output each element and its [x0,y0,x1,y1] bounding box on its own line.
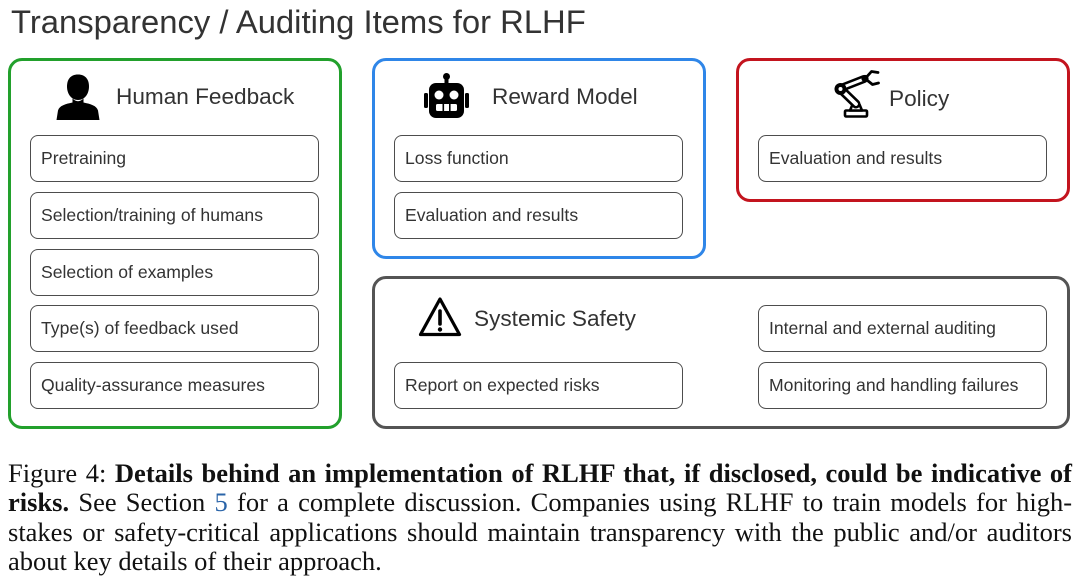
human-feedback-label: Human Feedback [116,84,295,109]
robot-arm-icon [834,70,880,118]
item-policy-evaluation-and-results: Evaluation and results [758,135,1047,182]
policy-label: Policy [889,86,950,111]
warning-icon [418,297,462,337]
figure-caption: Figure 4: Details behind an implementati… [8,458,1073,576]
item-internal-and-external-auditing: Internal and external auditing [758,305,1047,352]
item-pretraining: Pretraining [30,135,319,182]
item-reward-model-evaluation-and-results: Evaluation and results [394,192,683,239]
item-types-of-feedback-used: Type(s) of feedback used [30,305,319,352]
item-selection-of-examples: Selection of examples [30,248,319,296]
caption-summary: Details behind an implementation of RLHF… [8,458,1072,518]
reward-model-label: Reward Model [492,84,638,109]
reward-model-group: Reward Model Loss function Evaluation an… [372,58,706,259]
item-loss-function: Loss function [394,135,683,182]
item-monitoring-and-handling-failures: Monitoring and handling failures [758,362,1047,409]
systemic-safety-group: Systemic Safety Internal and external au… [372,276,1070,429]
item-report-on-expected-risks: Report on expected risks [394,362,683,409]
policy-group: Policy Evaluation and results [736,58,1070,202]
caption-text-before-ref: See Section [78,487,206,518]
human-feedback-group: Human Feedback Pretraining Selection/tra… [8,58,342,429]
person-icon [56,74,100,120]
section-ref-link[interactable]: 5 [214,487,228,518]
figure-title: Transparency / Auditing Items for RLHF [11,3,586,40]
robot-icon [424,73,469,118]
item-selection-training-of-humans: Selection/training of humans [30,192,319,239]
figure-label: Figure 4: [8,458,107,488]
systemic-safety-label: Systemic Safety [474,306,636,331]
caption-text: for a complete discussion. Companies usi… [8,487,1073,576]
item-quality-assurance-measures: Quality-assurance measures [30,362,319,409]
